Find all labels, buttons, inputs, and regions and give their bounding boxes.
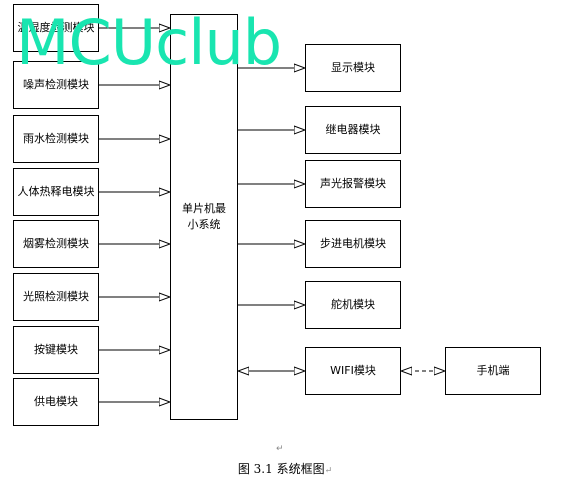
module-label: 光照检测模块 bbox=[23, 290, 89, 303]
phone-label: 手机端 bbox=[476, 364, 510, 377]
caption-text: 图 3.1 系统框图 bbox=[237, 462, 325, 476]
module-power: 供电模块 bbox=[13, 378, 99, 426]
module-display: 显示模块 bbox=[305, 44, 401, 92]
phone-module: 手机端 bbox=[445, 347, 541, 395]
figure-caption: 图 3.1 系统框图↵ bbox=[0, 460, 570, 477]
module-label: 雨水检测模块 bbox=[23, 132, 89, 145]
module-label: WIFI模块 bbox=[330, 364, 376, 377]
paragraph-mark-icon: ↵ bbox=[324, 466, 333, 476]
module-alarm: 声光报警模块 bbox=[305, 160, 401, 208]
module-label: 噪声检测模块 bbox=[23, 78, 89, 91]
mcu-label: 单片机最小系统 bbox=[182, 202, 226, 231]
module-servo: 舵机模块 bbox=[305, 281, 401, 329]
module-label: 步进电机模块 bbox=[320, 237, 386, 250]
module-label: 人体热释电模块 bbox=[17, 185, 95, 198]
module-label: 显示模块 bbox=[331, 61, 375, 74]
module-label: 温湿度检测模块 bbox=[17, 21, 95, 34]
module-keys: 按键模块 bbox=[13, 326, 99, 374]
module-label: 烟雾检测模块 bbox=[23, 237, 89, 250]
module-wifi: WIFI模块 bbox=[305, 347, 401, 395]
module-light: 光照检测模块 bbox=[13, 273, 99, 321]
module-label: 舵机模块 bbox=[331, 298, 375, 311]
module-label: 按键模块 bbox=[34, 343, 78, 356]
module-relay: 继电器模块 bbox=[305, 106, 401, 154]
module-stepper: 步进电机模块 bbox=[305, 220, 401, 268]
module-label: 供电模块 bbox=[34, 395, 78, 408]
paragraph-mark-icon: ↵ bbox=[276, 444, 284, 454]
module-label: 继电器模块 bbox=[325, 123, 381, 136]
module-pir: 人体热释电模块 bbox=[13, 168, 99, 216]
mcu-minimum-system: 单片机最小系统 bbox=[170, 14, 238, 420]
module-noise: 噪声检测模块 bbox=[13, 61, 99, 109]
module-rain: 雨水检测模块 bbox=[13, 115, 99, 163]
module-temp_humidity: 温湿度检测模块 bbox=[13, 4, 99, 52]
module-label: 声光报警模块 bbox=[320, 177, 386, 190]
module-smoke: 烟雾检测模块 bbox=[13, 220, 99, 268]
